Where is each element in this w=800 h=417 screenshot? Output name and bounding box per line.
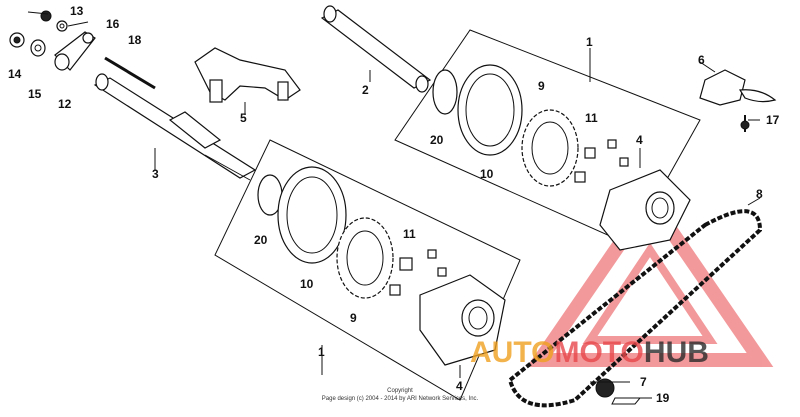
callout-16: 16 xyxy=(106,17,120,31)
callout-labels: 1 1 2 3 4 4 5 6 7 8 9 9 10 10 11 11 12 1… xyxy=(8,4,780,405)
sprocket-9-lower xyxy=(336,217,394,299)
callout-11-top: 11 xyxy=(585,111,598,125)
shift-fork xyxy=(194,47,301,103)
leader-lines xyxy=(27,11,761,399)
stud-18 xyxy=(104,56,156,90)
callout-9-top: 9 xyxy=(538,79,545,93)
clutch-hub-4-lower xyxy=(419,274,506,366)
bolt-17 xyxy=(740,115,750,132)
callout-3: 3 xyxy=(152,167,159,181)
callout-5: 5 xyxy=(240,111,247,125)
copyright-notice: Copyright Page design (c) 2004 - 2014 by… xyxy=(322,388,479,402)
watermark-moto: MOTO xyxy=(554,336,643,369)
plate-10-lower xyxy=(277,166,347,264)
callout-7: 7 xyxy=(640,375,647,389)
rollers-11-lower xyxy=(389,249,447,296)
washer-15 xyxy=(30,39,46,57)
callout-20-bottom: 20 xyxy=(254,233,268,247)
callout-1-top: 1 xyxy=(586,35,593,49)
nut-14 xyxy=(9,32,25,48)
callout-4-bottom: 4 xyxy=(456,379,463,393)
plate-10-upper xyxy=(457,64,523,156)
fork-shaft xyxy=(320,5,432,93)
callout-1-bottom: 1 xyxy=(318,345,325,359)
callout-10-bottom: 10 xyxy=(300,277,314,291)
callout-11-bottom: 11 xyxy=(403,227,416,241)
watermark-hub: HUB xyxy=(644,336,709,369)
callout-10-top: 10 xyxy=(480,167,494,181)
nut-7 xyxy=(595,378,615,398)
callout-14: 14 xyxy=(8,67,22,81)
rollers-11-upper xyxy=(574,139,629,183)
bolt-13 xyxy=(40,10,52,22)
callout-15: 15 xyxy=(28,87,42,101)
svg-text:AUTOMOTOHUB: AUTOMOTOHUB xyxy=(470,336,709,369)
callout-6: 6 xyxy=(698,53,705,67)
copyright-line-2: Page design (c) 2004 - 2014 by ARI Netwo… xyxy=(322,396,479,402)
drive-chain xyxy=(507,209,763,408)
watermark-text: AUTOMOTOHUB xyxy=(470,336,709,369)
callout-18: 18 xyxy=(128,33,142,47)
callout-4-top: 4 xyxy=(636,133,643,147)
callout-9-bottom: 9 xyxy=(350,311,357,325)
callout-19: 19 xyxy=(656,391,670,405)
callout-2: 2 xyxy=(362,83,369,97)
clutch-hub-4-upper xyxy=(599,169,691,251)
sprocket-9-upper xyxy=(521,109,579,187)
callout-20-top: 20 xyxy=(430,133,444,147)
callout-13: 13 xyxy=(70,4,84,18)
shift-drum xyxy=(93,73,257,181)
assembly-box-lower xyxy=(214,139,521,401)
copyright-line-1: Copyright xyxy=(387,388,413,394)
washer-16 xyxy=(56,20,68,32)
pin-19 xyxy=(611,397,642,405)
bracket-6 xyxy=(699,69,777,106)
stopper-arm xyxy=(54,31,96,71)
watermark-auto: AUTO xyxy=(470,336,554,369)
callout-8: 8 xyxy=(756,187,763,201)
circlip-20-upper xyxy=(432,69,458,115)
callout-17: 17 xyxy=(766,113,780,127)
callout-12: 12 xyxy=(58,97,72,111)
